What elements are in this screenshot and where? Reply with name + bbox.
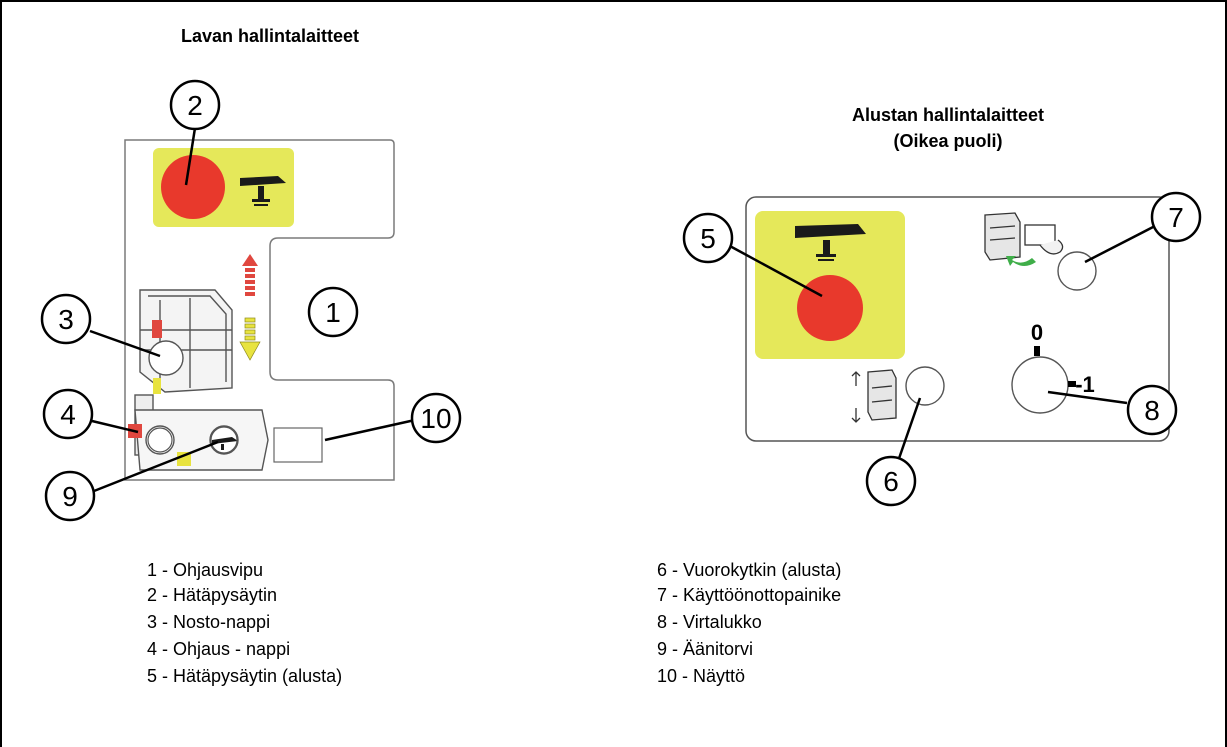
- leader-lines-left: [89, 127, 416, 493]
- enable-button[interactable]: [1057, 251, 1097, 291]
- display-screen: [273, 427, 323, 463]
- legend-item: 6 - Vuorokytkin (alusta): [657, 560, 841, 580]
- legend-item: 7 - Käyttöönottopainike: [657, 585, 841, 605]
- base-controls-title-line2: (Oikea puoli): [893, 131, 1002, 151]
- legend-left: 1 - Ohjausvipu 2 - Hätäpysäytin 3 - Nost…: [147, 560, 342, 686]
- callout-5: 5: [682, 212, 734, 264]
- svg-text:6: 6: [883, 466, 899, 497]
- legend-item: 9 - Äänitorvi: [657, 639, 753, 659]
- legend-item: 8 - Virtalukko: [657, 612, 762, 632]
- svg-text:9: 9: [62, 481, 78, 512]
- legend-item: 2 - Hätäpysäytin: [147, 585, 277, 605]
- key-switch-zero-mark: [1034, 346, 1040, 356]
- callout-6: 6: [865, 455, 917, 507]
- horn-button[interactable]: [210, 426, 238, 454]
- legend-right: 6 - Vuorokytkin (alusta) 7 - Käyttöönott…: [657, 560, 841, 686]
- enable-machine-icon: [984, 212, 1064, 261]
- callout-10: 10: [410, 392, 462, 444]
- svg-text:5: 5: [700, 223, 716, 254]
- green-arrow-icon: [1006, 256, 1036, 266]
- lift-button-red-marker: [152, 320, 162, 338]
- callout-7: 7: [1150, 191, 1202, 243]
- legend-item: 4 - Ohjaus - nappi: [147, 639, 290, 659]
- horn-icon: [212, 437, 238, 450]
- key-switch[interactable]: [1011, 356, 1069, 414]
- callout-4: 4: [42, 388, 94, 440]
- legend-item: 1 - Ohjausvipu: [147, 560, 263, 580]
- callout-1: 1: [307, 286, 359, 338]
- svg-text:3: 3: [58, 304, 74, 335]
- lift-button[interactable]: [148, 340, 184, 376]
- svg-text:1: 1: [325, 297, 341, 328]
- legend-item: 5 - Hätäpysäytin (alusta): [147, 666, 342, 686]
- up-arrow-icon: [242, 254, 258, 296]
- up-down-machine-icon: [851, 369, 897, 423]
- svg-text:8: 8: [1144, 395, 1160, 426]
- svg-text:7: 7: [1168, 202, 1184, 233]
- stop-symbol-icon: [240, 176, 286, 206]
- svg-text:2: 2: [187, 90, 203, 121]
- platform-controls-title: Lavan hallintalaitteet: [181, 26, 359, 46]
- lift-button-yellow-marker: [153, 378, 161, 394]
- steer-button[interactable]: [147, 427, 173, 453]
- callout-9: 9: [44, 470, 96, 522]
- svg-text:10: 10: [420, 403, 451, 434]
- key-switch-minus-mark: [1068, 381, 1076, 387]
- key-switch-minus-one-label: -1: [1075, 372, 1095, 397]
- base-stop-symbol-icon: [795, 224, 866, 261]
- callout-2: 2: [169, 79, 221, 131]
- base-controls-title-line1: Alustan hallintalaitteet: [852, 105, 1044, 125]
- svg-text:4: 4: [60, 399, 76, 430]
- emergency-stop-button[interactable]: [161, 155, 225, 219]
- base-emergency-stop-button[interactable]: [797, 275, 863, 341]
- toggle-switch[interactable]: [905, 366, 945, 406]
- legend-item: 10 - Näyttö: [657, 666, 745, 686]
- callout-8: 8: [1126, 384, 1178, 436]
- legend-item: 3 - Nosto-nappi: [147, 612, 270, 632]
- down-arrow-icon: [239, 317, 261, 361]
- key-switch-zero-label: 0: [1031, 320, 1043, 345]
- callout-3: 3: [40, 293, 92, 345]
